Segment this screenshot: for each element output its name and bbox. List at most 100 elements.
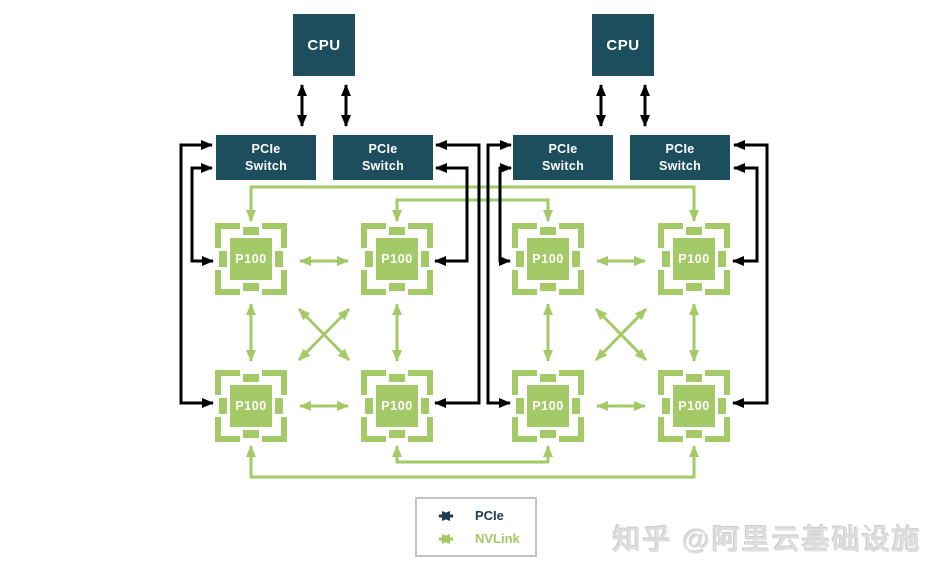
chip-pin-tab	[421, 398, 429, 414]
chip-notch	[386, 223, 408, 229]
chip-pin-tab	[243, 227, 259, 235]
chip-notch	[537, 223, 559, 229]
chip-pin-tab	[243, 374, 259, 382]
chip-notch	[240, 223, 262, 229]
nvlink-gpu6-gpu7-diagonal	[594, 307, 648, 362]
chip-pin-tab	[540, 374, 556, 382]
chip-notch	[512, 248, 518, 270]
chip-notch	[537, 370, 559, 376]
gpu-p100-7: P100	[512, 370, 584, 442]
chip-notch	[578, 395, 584, 417]
gpu-p100-2: P100	[361, 223, 433, 295]
pcie-switch-4-label: PCIe Switch	[658, 142, 702, 173]
chip-notch	[683, 370, 705, 376]
chip-notch	[386, 289, 408, 295]
pcie-switch-1-label: PCIe Switch	[244, 142, 288, 173]
chip-pin-tab	[662, 251, 670, 267]
chip-notch	[281, 248, 287, 270]
gpu-label: P100	[376, 238, 418, 280]
chip-notch	[512, 395, 518, 417]
chip-notch	[683, 436, 705, 442]
chip-pin-tab	[389, 374, 405, 382]
chip-notch	[240, 436, 262, 442]
cpu-2: CPU	[592, 14, 654, 76]
chip-notch	[281, 395, 287, 417]
pcie-switch-3-label: PCIe Switch	[541, 142, 585, 173]
chip-pin-tab	[662, 398, 670, 414]
cpu-1: CPU	[293, 14, 355, 76]
chip-pin-tab	[421, 251, 429, 267]
nvlink-arrow-icon	[438, 533, 454, 544]
chip-notch	[537, 289, 559, 295]
chip-notch	[427, 395, 433, 417]
pcie-links	[179, 84, 769, 408]
gpu-label: P100	[230, 238, 272, 280]
cpu-2-label: CPU	[606, 36, 640, 54]
legend: PCIe NVLink	[415, 497, 537, 557]
gpu-p100-4: P100	[361, 370, 433, 442]
chip-pin-tab	[686, 283, 702, 291]
chip-notch	[361, 248, 367, 270]
gpu-p100-8: P100	[658, 370, 730, 442]
chip-pin-tab	[686, 430, 702, 438]
chip-notch	[683, 223, 705, 229]
gpu-label: P100	[527, 238, 569, 280]
chip-pin-tab	[540, 283, 556, 291]
chip-notch	[215, 248, 221, 270]
chip-pin-tab	[572, 251, 580, 267]
gpu-p100-3: P100	[215, 370, 287, 442]
gpu-label: P100	[673, 238, 715, 280]
chip-pin-tab	[275, 251, 283, 267]
gpu-label: P100	[673, 385, 715, 427]
nvlink-links	[246, 185, 699, 479]
pcie-switch-4: PCIe Switch	[630, 135, 730, 180]
chip-pin-tab	[365, 398, 373, 414]
chip-pin-tab	[686, 227, 702, 235]
chip-pin-tab	[540, 430, 556, 438]
pcie-switch-1: PCIe Switch	[216, 135, 316, 180]
chip-notch	[658, 248, 664, 270]
pcie-switch3-gpu7	[486, 140, 512, 408]
pcie-switch-2: PCIe Switch	[333, 135, 433, 180]
pcie-arrow-icon	[438, 510, 454, 521]
pcie-switch3-gpu5	[498, 163, 512, 266]
nvlink-top-inner-gpu2-gpu5	[392, 198, 553, 222]
pcie-switch2-gpu2	[434, 163, 469, 266]
chip-notch	[386, 370, 408, 376]
pcie-switch-2-label: PCIe Switch	[361, 142, 405, 173]
chip-notch	[240, 370, 262, 376]
legend-nvlink-label: NVLink	[475, 531, 520, 546]
chip-pin-tab	[275, 398, 283, 414]
chip-pin-tab	[219, 251, 227, 267]
chip-notch	[386, 436, 408, 442]
chip-pin-tab	[718, 398, 726, 414]
chip-pin-tab	[516, 398, 524, 414]
chip-pin-tab	[686, 374, 702, 382]
chip-pin-tab	[389, 227, 405, 235]
chip-notch	[724, 248, 730, 270]
chip-notch	[578, 248, 584, 270]
nvlink-top-outer-gpu1-gpu6	[246, 185, 699, 222]
watermark: 知乎 @阿里云基础设施	[612, 524, 922, 555]
chip-pin-tab	[540, 227, 556, 235]
chip-notch	[215, 395, 221, 417]
chip-notch	[683, 289, 705, 295]
chip-notch	[537, 436, 559, 442]
nvlink-bottom-inner-gpu4-gpu7	[392, 445, 553, 464]
pcie-switch-3: PCIe Switch	[513, 135, 613, 180]
nvlink-bottom-outer-gpu3-gpu8	[246, 445, 699, 479]
chip-pin-tab	[572, 398, 580, 414]
gpu-p100-1: P100	[215, 223, 287, 295]
pcie-switch4-gpu8	[732, 140, 769, 408]
chip-notch	[658, 395, 664, 417]
pcie-switch4-gpu6	[732, 163, 759, 266]
pcie-switch2-gpu4	[434, 140, 481, 408]
gpu-label: P100	[376, 385, 418, 427]
cpu-1-label: CPU	[307, 36, 341, 54]
chip-pin-tab	[389, 430, 405, 438]
gpu-label: P100	[230, 385, 272, 427]
chip-pin-tab	[219, 398, 227, 414]
legend-item-nvlink: NVLink	[426, 531, 535, 546]
pcie-switch1-gpu3	[179, 140, 214, 408]
chip-notch	[240, 289, 262, 295]
